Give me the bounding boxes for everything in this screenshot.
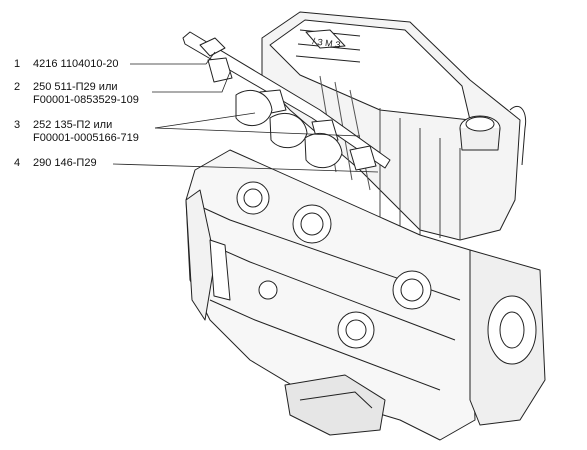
leader-line-3b [154, 127, 361, 137]
front-cover [185, 189, 231, 321]
callout-part-1: 4216 1104010-20 [33, 58, 119, 70]
leader-line-4 [112, 163, 379, 173]
oil-filler-cap [459, 105, 527, 166]
svg-text:/ З М З: / З М З [312, 36, 341, 50]
callout-number-2: 2 [14, 81, 21, 93]
callout-part-4: 290 146-П29 [33, 157, 97, 169]
callout-part-2-line-1: 250 511-П29 или [33, 81, 118, 93]
valve-cover: / З М З [261, 11, 521, 241]
intake-ports [235, 90, 343, 169]
callout-number-4: 4 [14, 157, 21, 169]
callout-part-2-line-2: F00001-0853529-109 [33, 94, 139, 106]
leader-line-3a [154, 112, 256, 129]
engine-mount-bracket [284, 374, 386, 436]
callout-part-3-line-1: 252 135-П2 или [33, 119, 113, 131]
engine-block [185, 149, 476, 441]
leader-line-1 [130, 51, 216, 65]
callout-number-3: 3 [14, 119, 21, 131]
leader-line-2 [152, 71, 231, 93]
rear-flange [469, 249, 546, 426]
callout-part-3-line-2: F00001-0005166-719 [33, 132, 139, 144]
callout-number-1: 1 [14, 58, 21, 70]
